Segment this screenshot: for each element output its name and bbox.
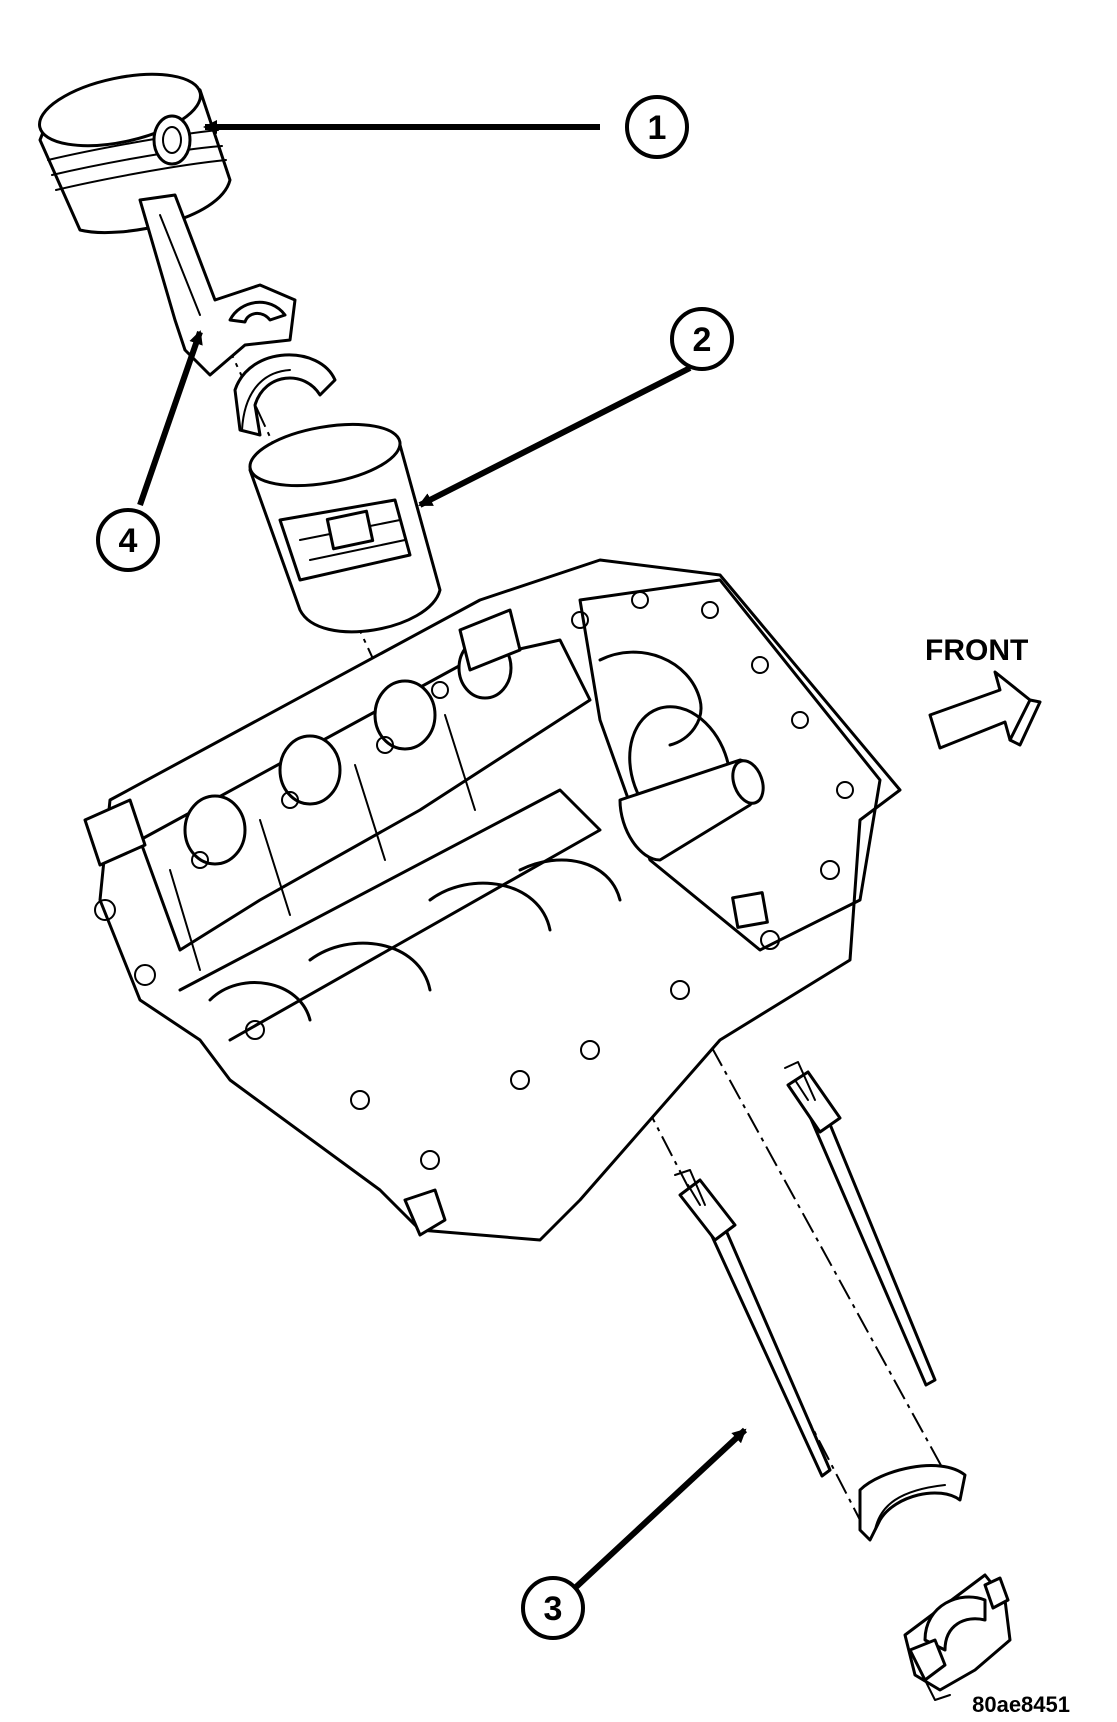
callout-4-label: 4 (119, 522, 138, 560)
rod-cap (903, 1573, 1012, 1701)
leader-lines (137, 120, 748, 1591)
leader-arrow-4 (137, 330, 203, 506)
front-label: FRONT (925, 634, 1028, 667)
front-arrow (928, 670, 1042, 750)
callout-4: 4 (96, 508, 160, 572)
cylinder-sleeve (248, 422, 442, 634)
figure-id: 80ae8451 (972, 1692, 1070, 1717)
upper-bearing-shell (233, 353, 337, 437)
leader-arrow-3 (572, 1427, 748, 1591)
lower-bearing-shell (858, 1464, 967, 1542)
callout-1: 1 (625, 95, 689, 159)
callout-1-label: 1 (648, 109, 667, 147)
callout-2-label: 2 (693, 321, 712, 359)
engine-block (83, 558, 902, 1242)
callout-2: 2 (670, 307, 734, 371)
guide-pin-left (674, 1169, 832, 1478)
leader-arrow-2 (418, 365, 692, 508)
guide-pin-right (784, 1061, 937, 1387)
callout-3: 3 (521, 1576, 585, 1640)
callout-3-label: 3 (544, 1590, 563, 1628)
piston-rod-assembly (38, 72, 297, 377)
